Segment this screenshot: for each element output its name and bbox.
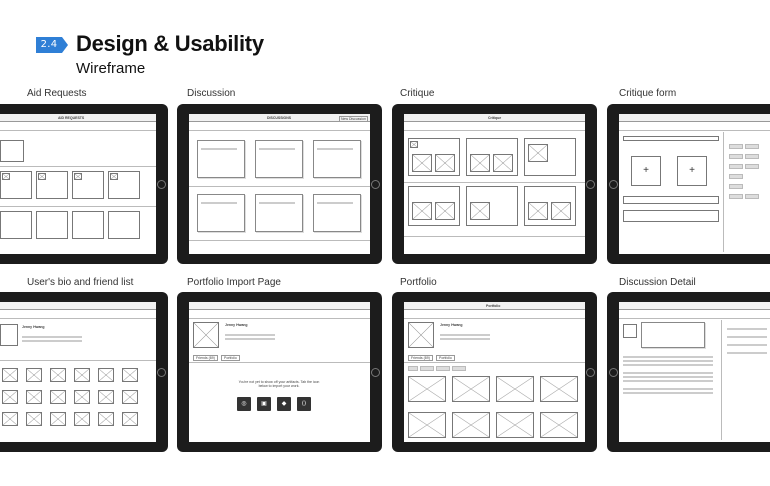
screen-title: AID REQUESTS [58, 116, 85, 120]
code-icon[interactable]: ⟨⟩ [297, 397, 311, 411]
tablet-portfolio-import: Jenny Hwang Friends (89) Portfolio You'r… [177, 292, 382, 452]
home-button [609, 180, 618, 189]
bio-name: Jenny Hwang [225, 323, 248, 327]
screen-discussion: DISCUSSIONS New Discussion [189, 114, 370, 254]
tablet-discussion: DISCUSSIONS New Discussion [177, 104, 382, 264]
tab-friends[interactable]: Friends (89) [408, 355, 433, 361]
home-button [586, 180, 595, 189]
tablet-discussion-detail [607, 292, 770, 452]
screen-title: Critique [488, 116, 502, 120]
screen-title: DISCUSSIONS [267, 116, 292, 120]
panel-label-portfolio: Portfolio [400, 277, 437, 288]
tablet-aid-requests: AID REQUESTS [0, 104, 168, 264]
screen-aid-requests: AID REQUESTS [0, 114, 156, 254]
camera-icon[interactable]: ◎ [237, 397, 251, 411]
screen-discussion-detail [619, 302, 770, 442]
new-discussion-button[interactable]: New Discussion [339, 116, 368, 122]
dropbox-icon[interactable]: ◆ [277, 397, 291, 411]
add-image-button[interactable]: + [631, 156, 661, 186]
screen-title: Portfolio [486, 304, 501, 308]
page-title: Design & Usability [76, 31, 264, 56]
screen-critique-form: + + [619, 114, 770, 254]
home-button [609, 368, 618, 377]
panel-label-discussion-detail: Discussion Detail [619, 277, 696, 288]
panel-label-critique-form: Critique form [619, 88, 677, 99]
box-icon[interactable]: ▣ [257, 397, 271, 411]
page-subtitle: Wireframe [76, 60, 146, 77]
home-button [157, 180, 166, 189]
screen-user-bio: Jenny Hwang [0, 302, 156, 442]
screen-critique: Critique [404, 114, 585, 254]
screen-portfolio: Portfolio Jenny Hwang Friends (89) Portf… [404, 302, 585, 442]
panel-label-portfolio-import: Portfolio Import Page [187, 277, 281, 288]
home-button [371, 368, 380, 377]
tab-portfolio[interactable]: Portfolio [221, 355, 240, 361]
screen-portfolio-import: Jenny Hwang Friends (89) Portfolio You'r… [189, 302, 370, 442]
home-button [157, 368, 166, 377]
home-button [586, 368, 595, 377]
import-message: You're not yet to show off your artifact… [238, 380, 320, 388]
tablet-portfolio: Portfolio Jenny Hwang Friends (89) Portf… [392, 292, 597, 452]
panel-label-user-bio: User's bio and friend list [27, 277, 134, 288]
bio-name: Jenny Hwang [22, 325, 45, 329]
tablet-user-bio: Jenny Hwang [0, 292, 168, 452]
add-image-button[interactable]: + [677, 156, 707, 186]
tablet-critique: Critique [392, 104, 597, 264]
home-button [371, 180, 380, 189]
tab-portfolio[interactable]: Portfolio [436, 355, 455, 361]
panel-label-aid-requests: Aid Requests [27, 88, 87, 99]
section-badge: 2.4 [36, 37, 68, 53]
tablet-critique-form: + + [607, 104, 770, 264]
panel-label-discussion: Discussion [187, 88, 236, 99]
panel-label-critique: Critique [400, 88, 435, 99]
bio-name: Jenny Hwang [440, 323, 463, 327]
tab-friends[interactable]: Friends (89) [193, 355, 218, 361]
